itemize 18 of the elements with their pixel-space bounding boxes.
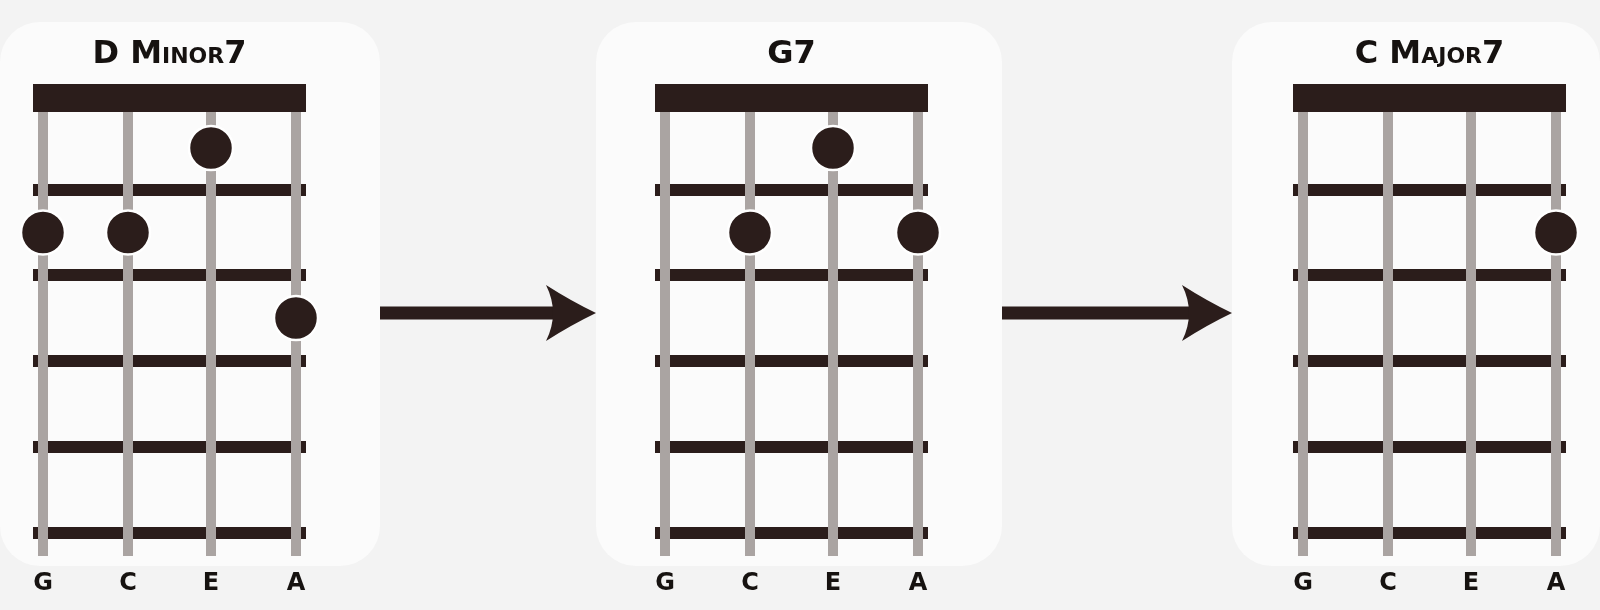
string-name: A <box>908 568 928 596</box>
string-name: C <box>119 568 137 596</box>
chord-diagram <box>596 22 1002 566</box>
chord-diagram <box>0 22 380 566</box>
string-name: E <box>824 568 842 596</box>
chord-diagram <box>1232 22 1600 566</box>
string-name: A <box>286 568 306 596</box>
chord-name: D Minor7 <box>92 34 247 70</box>
string-name: C <box>1379 568 1397 596</box>
string-name: G <box>1293 568 1313 596</box>
string-name: A <box>1546 568 1566 596</box>
string-name: G <box>655 568 675 596</box>
chord-name: C Major7 <box>1354 34 1505 70</box>
string-name: E <box>202 568 220 596</box>
chord-name: G7 <box>767 34 816 70</box>
string-name: G <box>33 568 53 596</box>
string-name: E <box>1462 568 1480 596</box>
string-name: C <box>741 568 759 596</box>
